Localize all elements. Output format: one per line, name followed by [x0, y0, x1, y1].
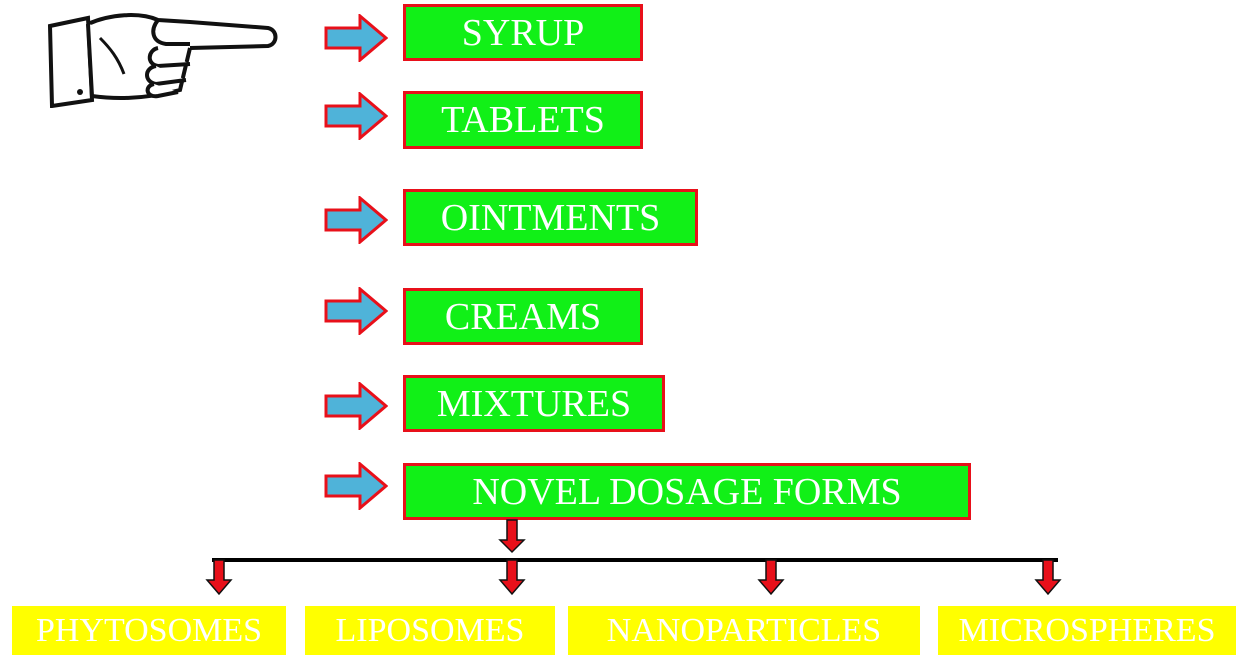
dosage-form-novel: NOVEL DOSAGE FORMS: [403, 463, 971, 520]
novel-form-microspheres: MICROSPHERES: [938, 606, 1236, 655]
down-arrow-icon: [498, 519, 526, 554]
dosage-form-ointments: OINTMENTS: [403, 189, 698, 246]
down-arrow-icon: [757, 559, 785, 596]
down-arrow-icon: [205, 559, 233, 596]
pointing-hand-icon: [47, 13, 278, 108]
novel-form-liposomes: LIPOSOMES: [305, 606, 555, 655]
right-arrow-icon: [324, 287, 388, 335]
dosage-form-tablets: TABLETS: [403, 91, 643, 149]
dosage-form-creams: CREAMS: [403, 288, 643, 345]
down-arrow-icon: [1034, 559, 1062, 596]
dosage-form-mixtures: MIXTURES: [403, 375, 665, 432]
novel-form-nanoparticles: NANOPARTICLES: [568, 606, 920, 655]
dosage-form-syrup: SYRUP: [403, 4, 643, 61]
novel-form-phytosomes: PHYTOSOMES: [12, 606, 286, 655]
right-arrow-icon: [324, 462, 388, 510]
right-arrow-icon: [324, 14, 388, 62]
right-arrow-icon: [324, 92, 388, 140]
tree-connector: [205, 519, 1062, 596]
down-arrow-icon: [498, 559, 526, 596]
right-arrow-icon: [324, 382, 388, 430]
right-arrow-icon: [324, 196, 388, 244]
